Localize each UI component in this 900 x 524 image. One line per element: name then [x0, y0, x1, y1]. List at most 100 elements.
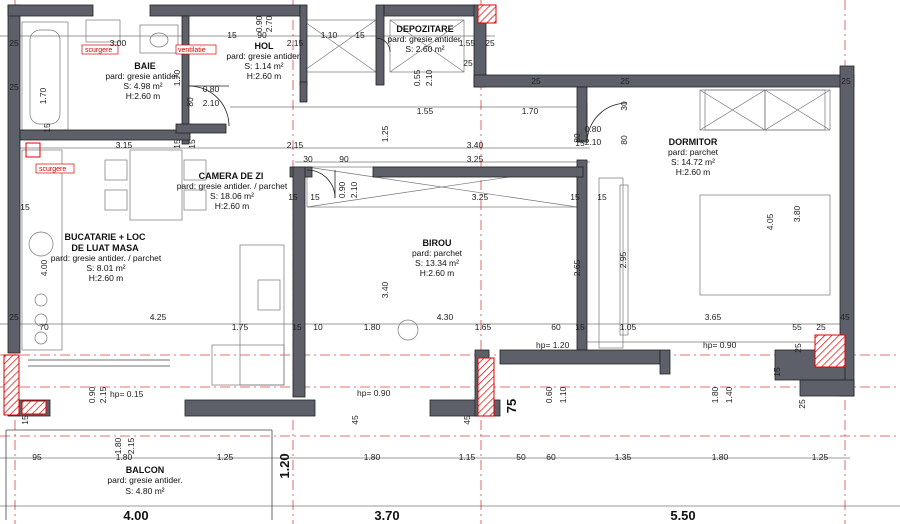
svg-text:3.00: 3.00 — [110, 38, 127, 48]
tag-scurgere-2: scurgere — [39, 166, 66, 173]
svg-text:1.10: 1.10 — [321, 30, 338, 40]
svg-text:30: 30 — [303, 154, 313, 164]
svg-text:S: 14.72 m²: S: 14.72 m² — [671, 157, 715, 167]
svg-text:25: 25 — [816, 322, 826, 332]
svg-text:hp= 0.15: hp= 0.15 — [110, 389, 144, 399]
svg-text:25: 25 — [797, 399, 807, 409]
svg-text:3.70: 3.70 — [374, 508, 399, 523]
room-bucatarie: BUCATARIE + LOC DE LUAT MASA pard: gresi… — [51, 232, 162, 283]
svg-text:1.05: 1.05 — [620, 322, 637, 332]
svg-text:2.15: 2.15 — [287, 38, 304, 48]
svg-text:1.55: 1.55 — [459, 38, 476, 48]
svg-text:25: 25 — [793, 343, 803, 353]
svg-text:DORMITOR: DORMITOR — [669, 137, 718, 147]
svg-text:25: 25 — [531, 76, 541, 86]
svg-text:1.70: 1.70 — [522, 106, 539, 116]
svg-text:CAMERA DE ZI: CAMERA DE ZI — [199, 171, 264, 181]
room-dormitor: DORMITOR pard: parchet S: 14.72 m² H:2.6… — [668, 137, 719, 177]
svg-text:15: 15 — [570, 192, 580, 202]
svg-text:S: 4.80 m²: S: 4.80 m² — [125, 486, 164, 496]
svg-text:80: 80 — [185, 97, 195, 107]
svg-text:pard: gresie antider. / parche: pard: gresie antider. / parchet — [51, 253, 162, 263]
svg-text:3.25: 3.25 — [467, 154, 484, 164]
svg-text:25: 25 — [9, 38, 19, 48]
svg-text:1.75: 1.75 — [232, 322, 249, 332]
dimension-lines — [0, 35, 900, 507]
svg-text:HOL: HOL — [255, 41, 275, 51]
svg-text:0.90: 0.90 — [254, 15, 264, 32]
svg-text:BIROU: BIROU — [423, 238, 452, 248]
room-balcon: BALCON pard: gresie antider. S: 4.80 m² — [107, 465, 182, 496]
svg-text:pard: parchet: pard: parchet — [412, 248, 463, 258]
svg-text:25: 25 — [620, 76, 630, 86]
dim-labels: 25 3.00 15 90 2.15 1.10 15 1.55 25 0.90 … — [9, 15, 851, 462]
svg-text:4.30: 4.30 — [437, 312, 454, 322]
svg-text:3.80: 3.80 — [792, 205, 802, 222]
svg-text:25: 25 — [463, 58, 473, 68]
svg-text:2.10: 2.10 — [424, 69, 434, 86]
svg-text:S: 8.01 m²: S: 8.01 m² — [86, 263, 125, 273]
svg-text:BALCON: BALCON — [126, 465, 165, 475]
svg-text:H:2.60 m: H:2.60 m — [676, 167, 711, 177]
svg-text:1.80: 1.80 — [712, 452, 729, 462]
svg-text:DEPOZITARE: DEPOZITARE — [396, 24, 453, 34]
svg-text:1.80: 1.80 — [364, 322, 381, 332]
svg-text:2.15: 2.15 — [98, 386, 108, 403]
svg-text:pard: gresie antider.: pard: gresie antider. — [107, 475, 182, 485]
svg-text:S: 18.06 m²: S: 18.06 m² — [210, 191, 254, 201]
balc-row: 95 1.80 1.25 1.80 1.15 50 60 1.35 1.80 1… — [32, 452, 828, 462]
svg-text:75: 75 — [504, 399, 519, 413]
svg-text:H:2.60 m: H:2.60 m — [420, 268, 455, 278]
svg-text:45: 45 — [840, 312, 850, 322]
bottom-vertical: 0.90 2.15 0.60 1.10 1.80 1.40 25 15 15 4… — [20, 343, 807, 425]
svg-text:90: 90 — [339, 154, 349, 164]
svg-text:2.15: 2.15 — [126, 437, 136, 454]
svg-text:3.40: 3.40 — [380, 281, 390, 298]
svg-text:25: 25 — [485, 38, 495, 48]
svg-text:15: 15 — [310, 192, 320, 202]
svg-text:2.10: 2.10 — [203, 98, 220, 108]
balcony-rail — [5, 359, 273, 520]
svg-text:90: 90 — [257, 30, 267, 40]
svg-text:4.00: 4.00 — [39, 259, 49, 276]
svg-text:3.15: 3.15 — [116, 140, 133, 150]
svg-text:DE LUAT MASA: DE LUAT MASA — [71, 243, 139, 253]
svg-text:H:2.60 m: H:2.60 m — [247, 71, 282, 81]
svg-text:1.25: 1.25 — [217, 452, 234, 462]
svg-text:15: 15 — [288, 192, 298, 202]
svg-text:2.10: 2.10 — [585, 137, 602, 147]
svg-text:45: 45 — [462, 415, 472, 425]
svg-text:1.10: 1.10 — [558, 386, 568, 403]
svg-text:S: 2.60 m²: S: 2.60 m² — [405, 44, 444, 54]
svg-text:H:2.60 m: H:2.60 m — [126, 91, 161, 101]
hatched-insulation — [3, 4, 846, 417]
room-depozitare: DEPOZITARE pard: gresie antider. S: 2.60… — [387, 24, 462, 54]
svg-text:1.25: 1.25 — [380, 125, 390, 142]
svg-text:0.60: 0.60 — [544, 386, 554, 403]
room-baie: BAIE pard: gresie antider. S: 4.98 m² H:… — [105, 61, 180, 101]
svg-text:1.80: 1.80 — [113, 437, 123, 454]
svg-text:4.05: 4.05 — [765, 213, 775, 230]
svg-text:hp= 0.90: hp= 0.90 — [357, 388, 391, 398]
svg-text:15: 15 — [355, 30, 365, 40]
svg-text:0.90: 0.90 — [337, 181, 347, 198]
svg-text:1.65: 1.65 — [475, 322, 492, 332]
svg-text:15: 15 — [575, 322, 585, 332]
walls — [7, 4, 855, 417]
svg-text:30: 30 — [619, 101, 629, 111]
tag-ventilatie: ventilatie — [178, 47, 206, 54]
svg-text:0.80: 0.80 — [203, 84, 220, 94]
svg-text:1.70: 1.70 — [172, 69, 182, 86]
svg-text:1.40: 1.40 — [724, 386, 734, 403]
svg-text:1.80: 1.80 — [116, 452, 133, 462]
svg-text:1.80: 1.80 — [710, 386, 720, 403]
svg-text:0.80: 0.80 — [585, 124, 602, 134]
tags: scurgere ventilatie scurgere — [25, 44, 217, 174]
svg-text:1.25: 1.25 — [812, 452, 829, 462]
svg-text:15: 15 — [187, 139, 197, 149]
svg-text:pard: gresie antider.: pard: gresie antider. — [387, 34, 462, 44]
svg-text:25: 25 — [9, 312, 19, 322]
svg-text:2.65: 2.65 — [572, 259, 582, 276]
svg-text:50: 50 — [516, 452, 526, 462]
svg-text:pard: gresie antider.: pard: gresie antider. — [226, 51, 301, 61]
